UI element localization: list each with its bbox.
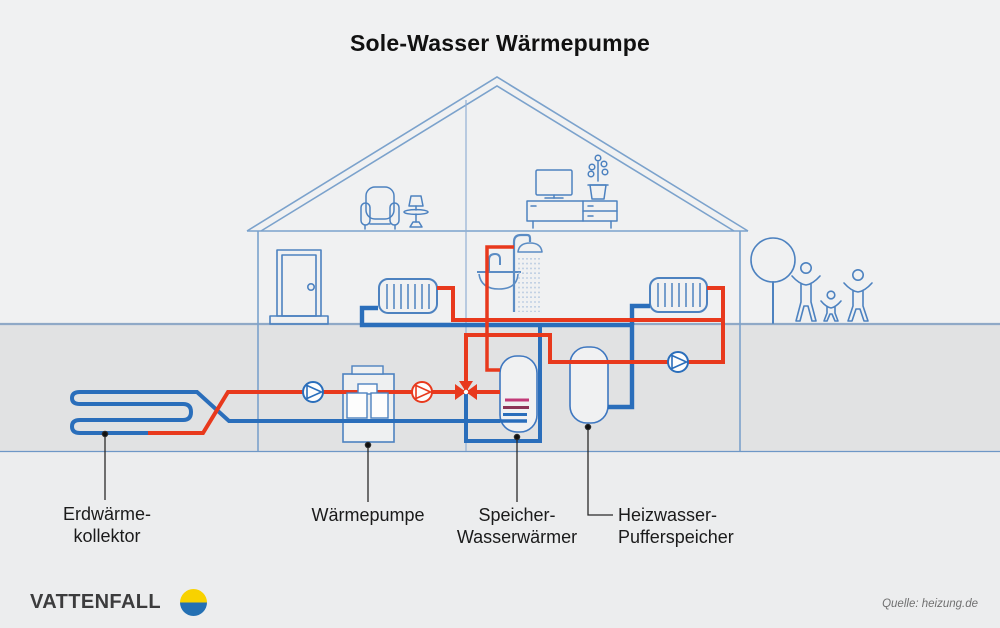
pumps [302, 351, 689, 403]
adult-figure [843, 268, 873, 322]
label-line: Pufferspeicher [618, 527, 734, 547]
label-line: Wärmepumpe [311, 505, 425, 525]
shower-pipe [512, 233, 532, 312]
label-ground-collector: Erdwärme- kollektor [32, 503, 182, 547]
ground-floor-fixtures [269, 233, 708, 325]
source-credit: Quelle: heizung.de [882, 598, 978, 610]
hot-water-supply-pipe [485, 245, 514, 372]
radiator-supply-branch [437, 286, 723, 322]
page-title: Sole-Wasser Wärmepumpe [349, 30, 651, 56]
pump-icon [302, 381, 324, 403]
heating-system [69, 245, 725, 443]
shower-head-icon [517, 242, 543, 253]
roof-outer-line [246, 76, 749, 232]
tv-icon [535, 169, 573, 196]
adult-figure [791, 261, 821, 322]
family-icons [791, 261, 873, 322]
child-figure [820, 290, 842, 322]
vattenfall-logo-text: VATTENFALL [30, 591, 162, 613]
heating-supply-pipe [464, 286, 725, 390]
tv-and-sideboard [526, 169, 618, 229]
roof-inner-line [260, 85, 735, 232]
leader-lines [101, 423, 613, 516]
label-heat-pump: Wärmepumpe [288, 504, 448, 526]
radiator-right [649, 277, 708, 313]
heat-pump-internals [346, 383, 389, 419]
label-water-heater: Speicher- Wasserwärmer [437, 504, 597, 548]
potted-plant [587, 154, 609, 200]
heating-return-pipe [359, 305, 635, 410]
terrain [0, 322, 1000, 628]
heat-pump-cap [351, 365, 384, 375]
faucet-icon [488, 253, 501, 272]
label-line: Heizwasser- [618, 505, 718, 525]
label-line: Erdwärme- [62, 504, 151, 524]
vattenfall-logo-icon [180, 589, 207, 616]
shower [512, 233, 543, 312]
armchair [360, 186, 400, 230]
label-line: Wasserwärmer [456, 527, 578, 547]
side-table-and-lamp [403, 195, 429, 228]
pump-icon [667, 351, 689, 373]
shower-spray [518, 258, 540, 312]
label-buffer-tank: Heizwasser- Pufferspeicher [618, 504, 788, 548]
tank-stratification-bars [500, 398, 529, 423]
ground-collector-pipe [69, 390, 500, 435]
buffer-tank [569, 346, 609, 424]
door [269, 249, 329, 325]
attic-furniture [360, 154, 618, 230]
outdoor-scene [750, 237, 873, 324]
lamp-icon [408, 195, 424, 207]
label-line: kollektor [73, 526, 141, 546]
three-way-valve-icon [455, 381, 477, 400]
tree-icon [750, 237, 796, 324]
valve-return-pipe [464, 325, 542, 443]
radiator-left [378, 278, 438, 314]
label-line: Speicher- [478, 505, 556, 525]
pump-icon [411, 381, 433, 403]
cold-pipes [69, 303, 650, 443]
